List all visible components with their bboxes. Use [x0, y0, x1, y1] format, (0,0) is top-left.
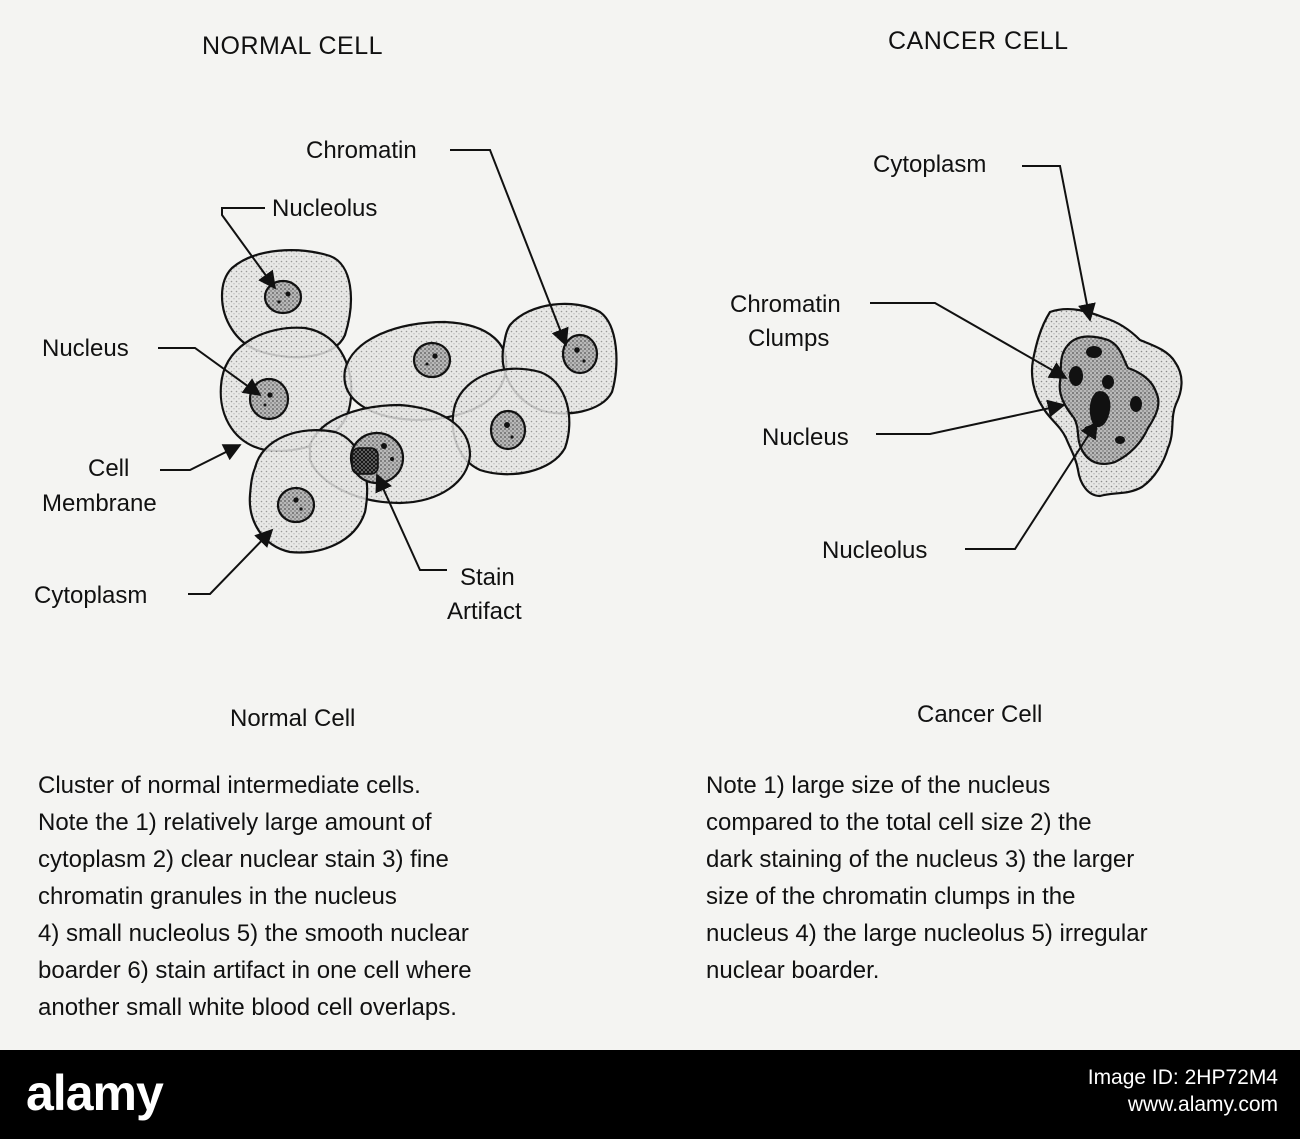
chromatin-granules	[263, 291, 586, 511]
label-nucleus: Nucleus	[42, 335, 129, 362]
description-line: boarder 6) stain artifact in one cell wh…	[38, 957, 472, 984]
label-clumps: Clumps	[748, 325, 829, 352]
label-nucleolus: Nucleolus	[272, 195, 377, 222]
nucleus	[263, 279, 303, 315]
label-cancer-nucleus: Nucleus	[762, 424, 849, 451]
label-cancer-cytoplasm: Cytoplasm	[873, 151, 986, 178]
description-line: compared to the total cell size 2) the	[706, 809, 1092, 836]
nucleus	[276, 486, 316, 524]
normal-cell-title: NORMAL CELL	[202, 32, 383, 60]
description-line: Note 1) large size of the nucleus	[706, 772, 1051, 799]
label-cell: Cell	[88, 455, 129, 482]
cancer-cell-leader-lines	[870, 165, 1098, 550]
nucleus	[248, 377, 290, 421]
chromatin-clumps	[1069, 346, 1142, 444]
nucleus	[489, 409, 527, 451]
cancer-cell-caption: Cancer Cell	[917, 701, 1042, 728]
description-line: size of the chromatin clumps in the	[706, 883, 1076, 910]
normal-cell-leader-lines	[158, 149, 569, 595]
cell-body	[248, 429, 369, 554]
nucleus	[412, 341, 452, 379]
label-chromatin: Chromatin	[730, 291, 841, 318]
description-line: Cluster of normal intermediate cells.	[38, 772, 421, 799]
normal-cell-cluster	[219, 249, 618, 554]
description-line: nuclear boarder.	[706, 957, 880, 984]
site-url: www.alamy.com	[1127, 1093, 1278, 1116]
normal-cell-description: Cluster of normal intermediate cells. No…	[38, 767, 638, 1026]
figure: NORMAL CELL CANCER CELL	[34, 27, 1291, 1026]
watermark-bar: alamy Image ID: 2HP72M4 www.alamy.com	[0, 1050, 1300, 1139]
alamy-logo: alamy	[26, 1065, 164, 1121]
label-cytoplasm: Cytoplasm	[34, 582, 147, 609]
label-chromatin: Chromatin	[306, 137, 417, 164]
description-line: chromatin granules in the nucleus	[38, 883, 397, 910]
image-id-line: Image ID: 2HP72M4	[1087, 1066, 1278, 1089]
cell-comparison-diagram: NORMAL CELL CANCER CELL	[34, 27, 1183, 732]
cancer-cell-description: Note 1) large size of the nucleus compar…	[706, 767, 1291, 989]
description-line: another small white blood cell overlaps.	[38, 994, 457, 1021]
label-membrane: Membrane	[42, 490, 157, 517]
description-line: cytoplasm 2) clear nuclear stain 3) fine	[38, 846, 449, 873]
normal-cell-caption: Normal Cell	[230, 705, 355, 732]
cancer-cell-title: CANCER CELL	[888, 27, 1069, 55]
stain-artifact	[351, 447, 379, 475]
description-line: nucleus 4) the large nucleolus 5) irregu…	[706, 920, 1148, 947]
label-cancer-nucleolus: Nucleolus	[822, 537, 927, 564]
nucleus	[561, 333, 599, 375]
description-line: 4) small nucleolus 5) the smooth nuclear	[38, 920, 469, 947]
image-id: Image ID: 2HP72M4 www.alamy.com	[1088, 1064, 1278, 1118]
label-artifact: Artifact	[447, 598, 522, 625]
label-stain: Stain	[460, 564, 515, 591]
description-line: Note the 1) relatively large amount of	[38, 809, 432, 836]
description-line: dark staining of the nucleus 3) the larg…	[706, 846, 1135, 873]
